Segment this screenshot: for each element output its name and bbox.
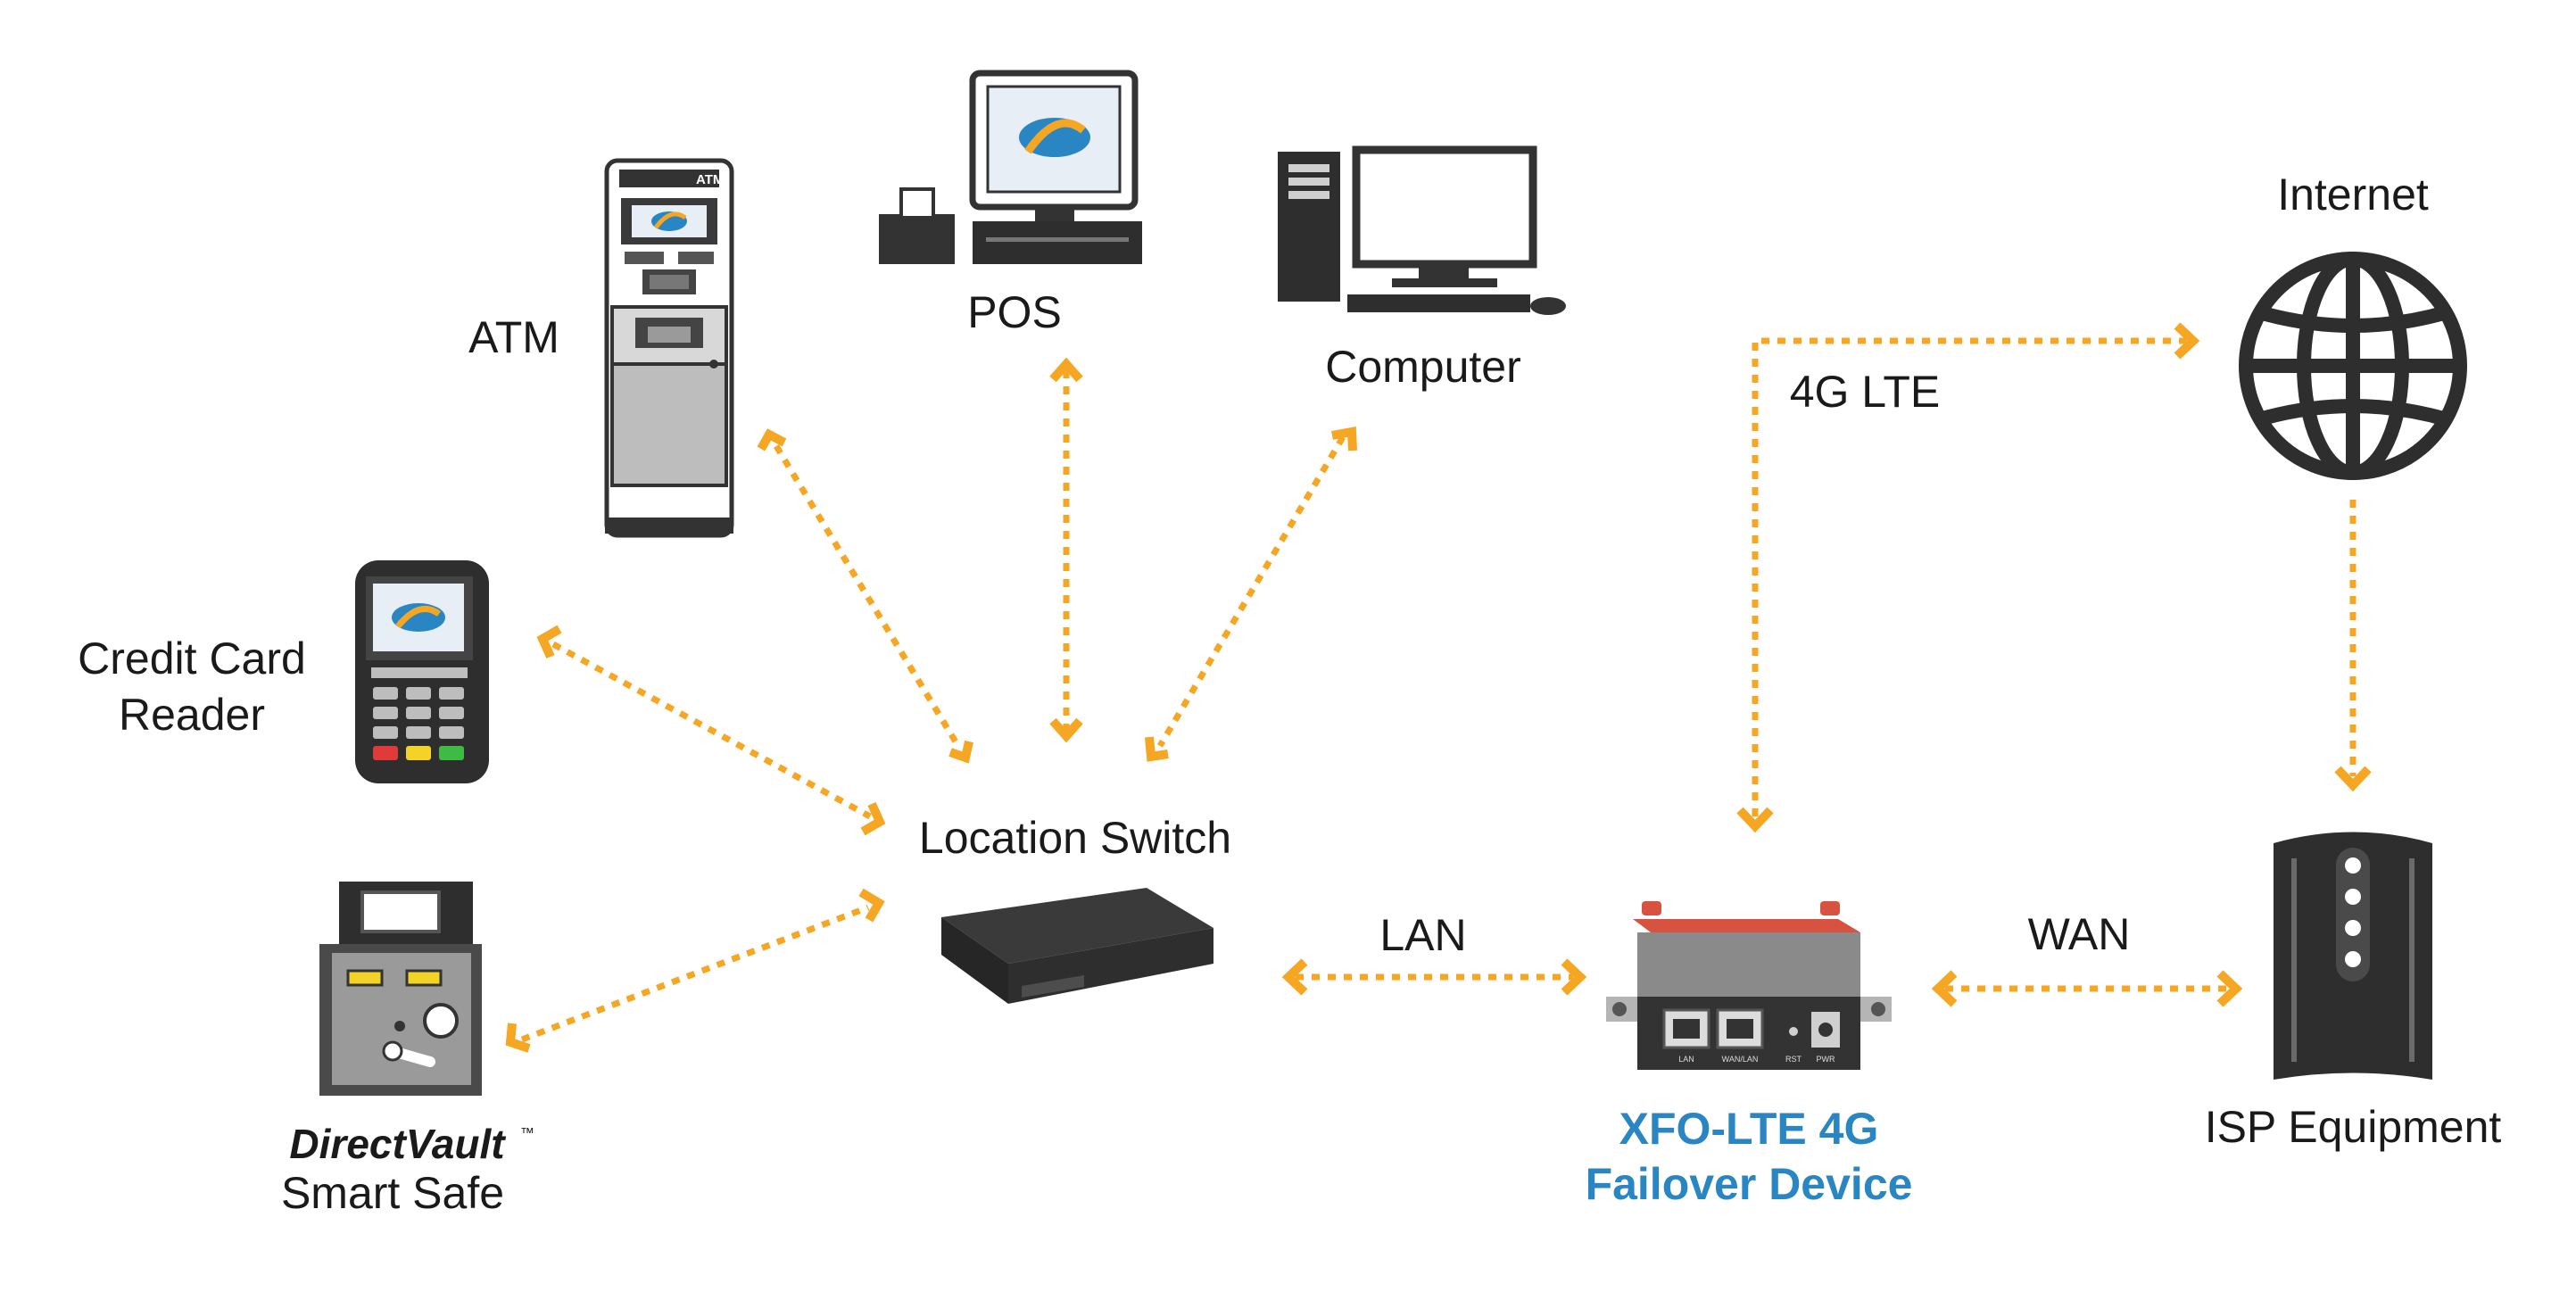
link-safe-switch: [505, 888, 885, 1053]
smart-safe-brand: DirectVault: [289, 1121, 506, 1167]
isp-equipment-icon: [2274, 832, 2432, 1080]
card-reader-icon: [355, 560, 489, 783]
pos-terminal-icon: [879, 70, 1142, 264]
pos-label: POS: [967, 287, 1062, 337]
atm-label: ATM: [468, 312, 559, 362]
link-pos-switch: [1049, 357, 1083, 743]
smart-safe-icon: [319, 882, 482, 1096]
smart-safe-trademark: ™: [520, 1126, 534, 1141]
port-wan-label: WAN/LAN: [1722, 1055, 1759, 1064]
connections: [505, 322, 2372, 1053]
link-lan: [1281, 958, 1587, 996]
internet-label: Internet: [2277, 170, 2429, 219]
atm-icon: ATM: [604, 158, 734, 538]
computer-label: Computer: [1325, 342, 1521, 392]
desktop-computer-icon: [1278, 145, 1566, 315]
isp-label: ISP Equipment: [2205, 1102, 2502, 1152]
network-switch-icon: [941, 888, 1213, 1004]
xfo-label-line1: XFO-LTE 4G: [1619, 1104, 1879, 1154]
lte-router-icon: LAN WAN/LAN RST PWR: [1606, 901, 1892, 1070]
link-cardreader-switch: [536, 625, 886, 836]
wan-label: WAN: [2028, 909, 2131, 959]
lan-label: LAN: [1379, 910, 1466, 960]
smart-safe-label: Smart Safe: [281, 1168, 504, 1218]
credit-card-label-line1: Credit Card: [78, 634, 306, 683]
link-atm-switch: [757, 428, 973, 764]
port-pwr-label: PWR: [1817, 1055, 1835, 1064]
port-rst-label: RST: [1785, 1055, 1802, 1064]
link-wan: [1931, 970, 2243, 1007]
xfo-label-line2: Failover Device: [1586, 1159, 1913, 1209]
location-switch-label: Location Switch: [919, 813, 1231, 863]
atm-screen-label: ATM: [696, 172, 724, 187]
port-lan-label: LAN: [1678, 1055, 1694, 1064]
link-lte: [1736, 322, 2200, 833]
link-computer-switch: [1145, 427, 1357, 762]
lte-label: 4G LTE: [1790, 367, 1941, 417]
credit-card-label-line2: Reader: [119, 690, 265, 740]
globe-icon: [2239, 252, 2467, 480]
link-internet-isp: [2334, 500, 2372, 792]
